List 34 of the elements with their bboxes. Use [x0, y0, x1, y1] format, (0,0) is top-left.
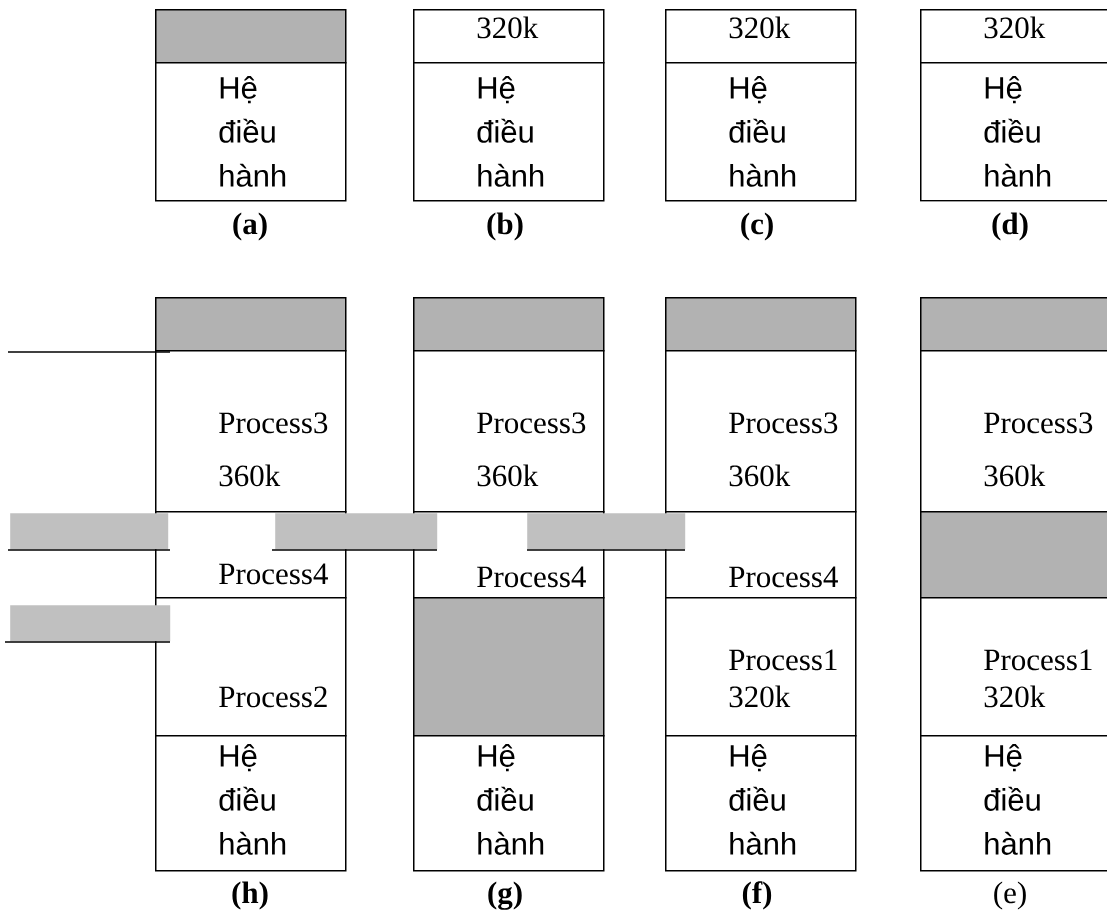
node-label: 320k [984, 685, 1046, 708]
panel-label: (c) [741, 212, 773, 241]
memory-block: Process2 [155, 597, 347, 737]
free-block [920, 511, 1107, 599]
panel-label: (b) [487, 212, 523, 241]
memory-block: Hệ điều hành [920, 735, 1107, 872]
shaded-bar [4, 605, 171, 643]
memory-block: Hệ điều hành [920, 62, 1107, 202]
memory-block: Process1 320k [920, 597, 1107, 737]
memory-block: Hệ điều hành [413, 735, 605, 872]
memory-block: Process3 360k [155, 350, 347, 513]
shaded-bar [7, 513, 171, 551]
memory-block: Process3 360k [920, 350, 1107, 513]
memory-block: Process3 360k [413, 350, 605, 513]
free-block [413, 597, 605, 737]
memory-block: 320k [920, 9, 1107, 64]
memory-block: 320k [413, 9, 605, 64]
memory-block: Hệ điều hành [155, 62, 347, 202]
free-block [665, 297, 857, 352]
memory-block: Process1 320k [665, 597, 857, 737]
memory-block: Process4 [665, 511, 857, 599]
memory-block: 320k [665, 9, 857, 64]
memory-block: Hệ điều hành [155, 735, 347, 872]
free-block [155, 9, 347, 64]
panel-label: (a) [233, 212, 267, 241]
memory-block: Process3 360k [665, 350, 857, 513]
free-block [155, 297, 347, 352]
free-block [413, 297, 605, 352]
panel-label: (d) [992, 212, 1028, 241]
shaded-bar [526, 513, 686, 551]
memory-block: Hệ điều hành [665, 735, 857, 872]
shaded-bar [271, 513, 438, 551]
free-block [920, 297, 1107, 352]
node-label: Process1 [984, 649, 1092, 671]
